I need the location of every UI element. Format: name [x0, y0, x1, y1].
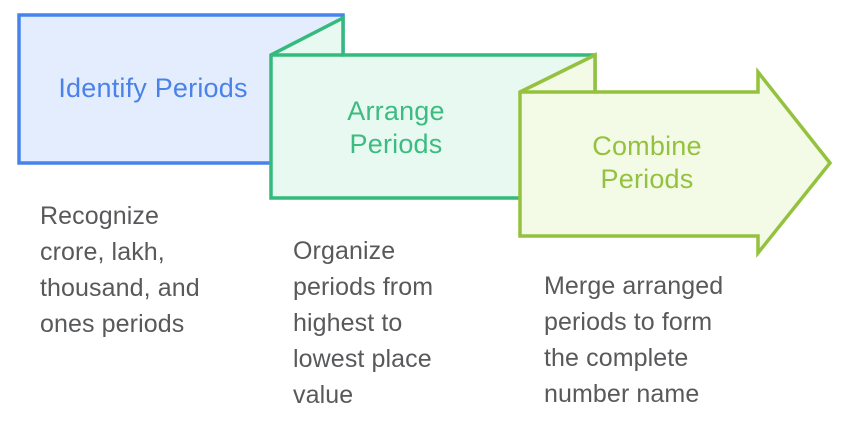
step-label-combine-periods: Combine Periods — [592, 131, 702, 194]
step-label-arrange-periods: Arrange Periods — [347, 96, 445, 159]
step-shape-combine-arrow — [518, 52, 833, 258]
step-description-identify: Recognize crore, lakh, thousand, and one… — [40, 202, 200, 338]
combine-arrow-shape — [518, 52, 833, 258]
step-label-identify-periods: Identify Periods — [58, 73, 248, 103]
step-description-arrange: Organize periods from highest to lowest … — [293, 237, 434, 409]
step-description-combine: Merge arranged periods to form the compl… — [544, 272, 724, 408]
